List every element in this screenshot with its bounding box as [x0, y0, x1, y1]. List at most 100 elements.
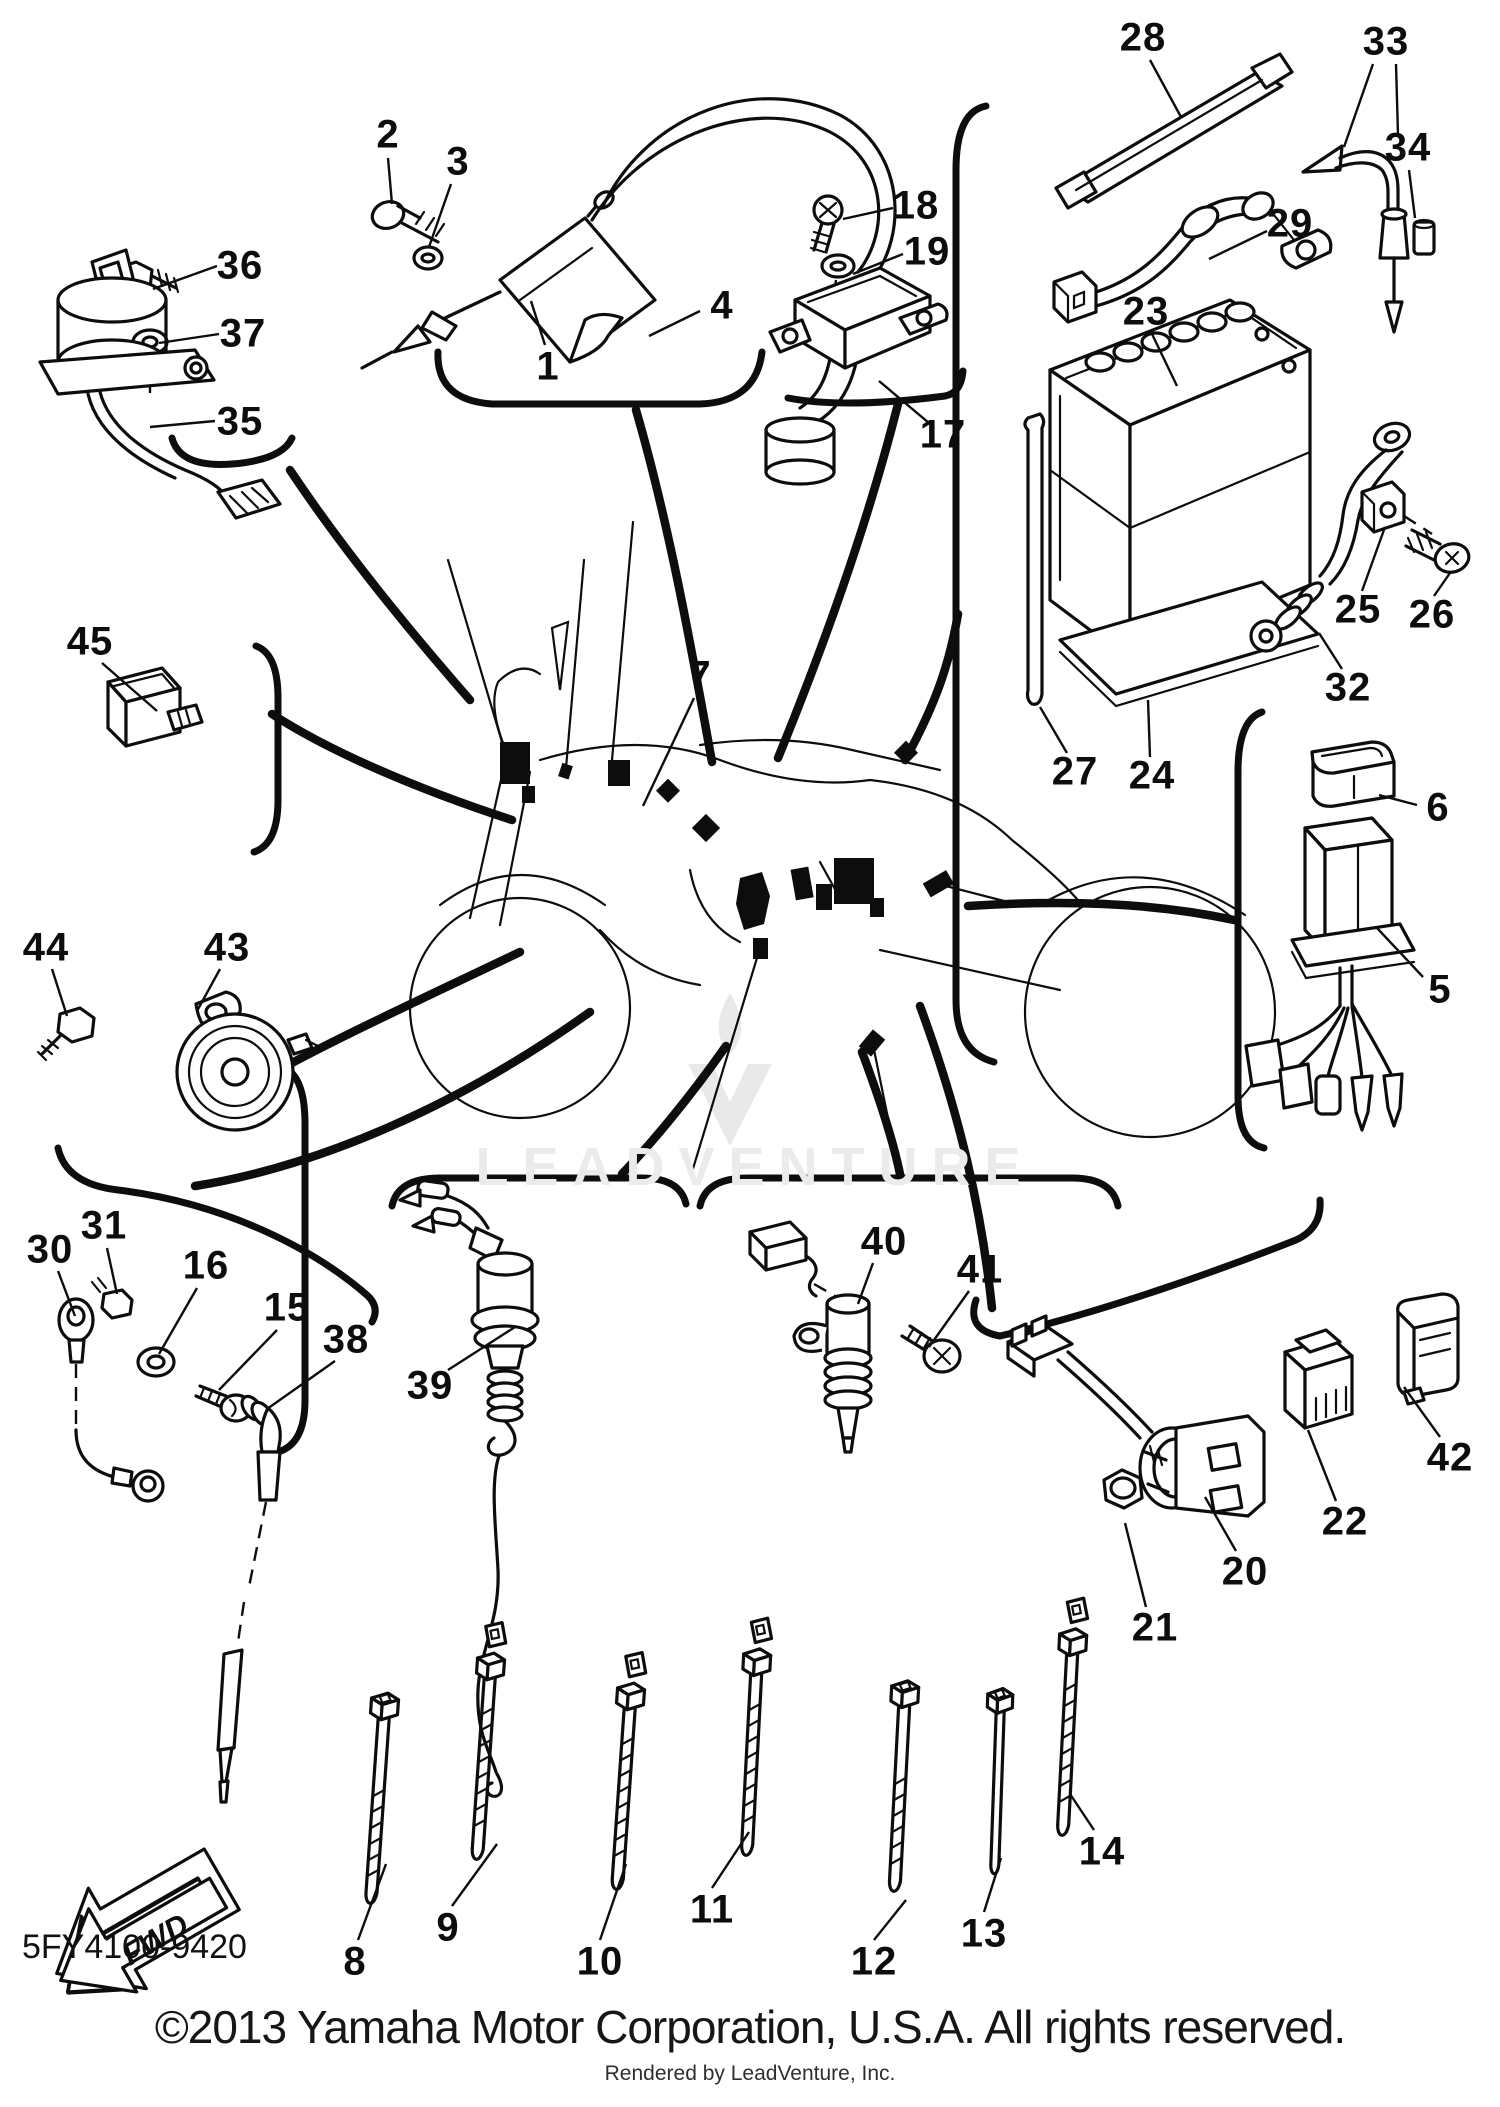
part-number-label: 18 [892, 183, 940, 228]
part-number-label: 19 [903, 229, 951, 274]
cable-tie-part13 [979, 1686, 1015, 1876]
part-number-label: 9 [436, 1905, 460, 1950]
leader-line [529, 300, 547, 346]
leader-line [1146, 699, 1152, 758]
part-number-label: 11 [689, 1887, 735, 1932]
leader-line [195, 968, 222, 1012]
group-brackets [54, 102, 1324, 1456]
lead-wire-part33 [1301, 144, 1410, 334]
watermark-text: LEADVENTURE [475, 1137, 1035, 1197]
leader-line [1208, 229, 1268, 261]
starter-relay-part35 [38, 248, 282, 520]
part-number-label: 1 [536, 344, 560, 389]
part-number-label: 38 [322, 1317, 370, 1362]
leader-line [1360, 526, 1387, 592]
leader-line [1306, 1429, 1338, 1502]
leader-line [1069, 1793, 1095, 1831]
part-number-label: 4 [710, 283, 734, 328]
part-number-label: 16 [182, 1243, 230, 1288]
leader-line [856, 1262, 875, 1305]
part-number-label: 32 [1324, 665, 1372, 710]
neutral-switch-part40 [792, 1293, 873, 1454]
part-number-label: 14 [1078, 1829, 1126, 1874]
copyright-text: ©2013 Yamaha Motor Corporation, U.S.A. A… [154, 2001, 1346, 2053]
part-number-label: 37 [219, 311, 267, 356]
leader-line [1148, 59, 1183, 118]
leader-line [451, 1843, 498, 1907]
part-number-label: 35 [216, 399, 264, 444]
leader-line [152, 264, 218, 291]
part-number-label: 2 [376, 112, 400, 157]
leader-line [1407, 169, 1417, 219]
leader-line [1123, 1522, 1148, 1608]
cable-tie-part14 [1047, 1595, 1091, 1838]
leader-lines [50, 59, 1451, 1941]
part-number-label: 40 [860, 1219, 908, 1264]
rendered-by-text: Rendered by LeadVenture, Inc. [604, 2062, 896, 2085]
part-number-label: 24 [1128, 753, 1176, 798]
leader-line [1376, 927, 1424, 978]
part-number-label: 39 [406, 1363, 454, 1408]
leader-line [266, 1360, 336, 1410]
leader-line [56, 1270, 77, 1317]
leader-line [852, 252, 904, 276]
grommet-part16 [136, 1346, 176, 1378]
part-number-label: 17 [919, 412, 967, 457]
leader-line [1038, 706, 1069, 754]
cable-tie-part12 [879, 1678, 921, 1894]
leader-line [386, 157, 394, 205]
leader-line [648, 309, 701, 338]
leader-line [1378, 793, 1418, 807]
leader-line [157, 1287, 199, 1355]
leadventure-flame-v-logo [688, 993, 772, 1146]
part-number-label: 3 [446, 139, 470, 184]
nut-part21 [1102, 1468, 1144, 1510]
bolt-part31 [90, 1276, 134, 1320]
leader-line [982, 1857, 1003, 1913]
wire-lead-part29 [1052, 191, 1333, 324]
cdi-unit-part5 [1244, 816, 1416, 1132]
part-number-label: 33 [1362, 19, 1410, 64]
leader-line [928, 1290, 970, 1348]
leader-line [1203, 1496, 1238, 1552]
leader-line [1342, 63, 1375, 148]
ground-wire-part30 [57, 1297, 165, 1503]
leader-line [101, 662, 158, 712]
plug-lead-part38 [216, 1394, 282, 1804]
fwd-arrow: FWD [55, 1847, 241, 1995]
part-number-label: 25 [1334, 587, 1382, 632]
bolt-part26 [1404, 528, 1471, 574]
cable-tie-part11 [731, 1615, 775, 1858]
part-number-label: 44 [22, 925, 70, 970]
screw-part18 [809, 194, 844, 254]
leader-line [641, 697, 696, 807]
part-number-label: 22 [1321, 1499, 1369, 1544]
part-number-label: 12 [850, 1939, 898, 1984]
washer-part3 [412, 245, 444, 271]
leader-line [158, 332, 220, 345]
battery-band-part27 [1023, 412, 1046, 706]
part-number-label: 28 [1119, 15, 1167, 60]
part-number-label: 5 [1428, 967, 1452, 1012]
part-number-label: 23 [1122, 289, 1170, 334]
leader-line [105, 1247, 119, 1295]
leader-line [598, 1863, 628, 1941]
brake-switch-part39 [398, 1179, 540, 1798]
part-number-label: 41 [956, 1247, 1004, 1292]
leader-line [50, 968, 69, 1017]
leader-line [873, 1899, 907, 1941]
callout-curves [190, 399, 1239, 1313]
leader-line [1317, 632, 1344, 670]
leader-line [1403, 1386, 1441, 1438]
ignition-coil-part1 [360, 190, 657, 370]
cable-tie-part10 [601, 1649, 649, 1892]
leader-line [842, 206, 894, 221]
leader-line [1394, 63, 1400, 136]
motorcycle-silhouette [408, 520, 1277, 1174]
leader-line [447, 1325, 516, 1372]
part-number-label: 21 [1131, 1605, 1179, 1650]
leader-line [356, 1863, 388, 1941]
part-number-label: 31 [80, 1203, 128, 1248]
